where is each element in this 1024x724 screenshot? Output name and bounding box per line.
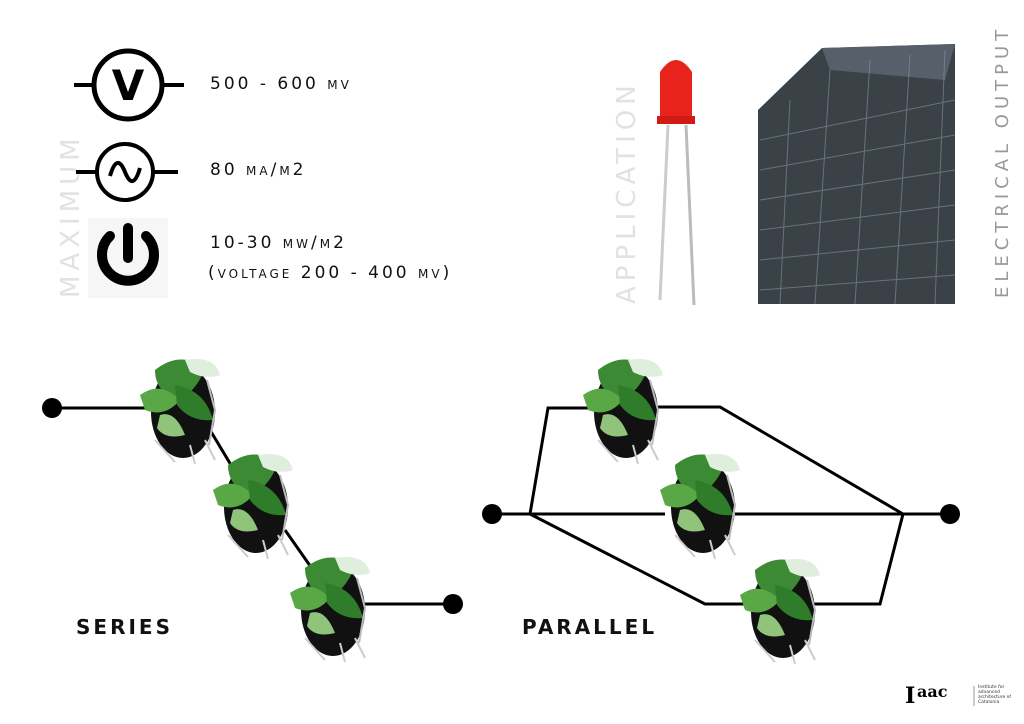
current-value: 80 mA/m2: [210, 160, 307, 180]
series-terminal-right: [443, 594, 463, 614]
power-icon: [88, 218, 168, 298]
alternating-current-icon: [76, 142, 178, 202]
plant-cell: [139, 358, 221, 465]
voltmeter-icon: V: [74, 48, 184, 122]
parallel-circuit: [492, 405, 950, 606]
plant-cell: [582, 358, 664, 465]
voltage-value: 500 - 600 mV: [210, 74, 352, 94]
parallel-label: PARALLEL: [522, 615, 658, 639]
logo-text: Institute for advanced architecture of C…: [978, 685, 1011, 705]
svg-text:V: V: [112, 61, 145, 110]
led-image: [657, 60, 696, 306]
plant-cell: [739, 558, 821, 665]
plant-cell: [289, 556, 371, 663]
svg-text:I: I: [905, 683, 915, 709]
building-image: [758, 44, 956, 305]
parallel-terminal-right: [940, 504, 960, 524]
series-label: SERIES: [76, 615, 173, 639]
svg-text:aac: aac: [917, 682, 948, 701]
series-terminal-left: [42, 398, 62, 418]
iaac-logo: I aac: [905, 682, 975, 709]
power-value: 10-30 mW/m2: [210, 233, 347, 253]
plant-cell: [212, 453, 294, 560]
parallel-terminal-left: [482, 504, 502, 524]
plant-cell: [659, 453, 741, 560]
power-voltage-note: (voltage 200 - 400 mV): [208, 263, 453, 283]
